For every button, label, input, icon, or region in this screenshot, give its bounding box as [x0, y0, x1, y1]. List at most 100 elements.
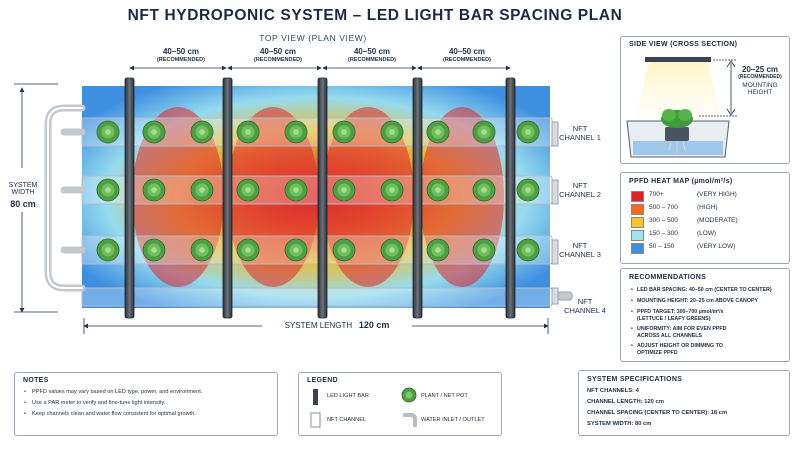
plant-net-pot-icon — [401, 387, 417, 403]
net-pot — [665, 127, 689, 141]
heat-swatch — [631, 191, 644, 202]
plant-net-pot — [516, 120, 540, 144]
plant-net-pot — [96, 238, 120, 262]
plant-net-pot — [236, 238, 260, 262]
water-inlet-pipe — [44, 104, 86, 292]
plant-net-pot — [380, 238, 404, 262]
system-length-label: SYSTEM LENGTH 120 cm — [262, 320, 412, 330]
recommendations-title: RECOMMENDATIONS — [629, 274, 707, 281]
spec-item: SYSTEM WIDTH: 80 cm — [587, 421, 652, 427]
heat-desc: (HIGH) — [697, 204, 718, 211]
plant-net-pot — [426, 178, 450, 202]
heat-desc: (VERY HIGH) — [697, 191, 737, 198]
heat-desc: (MODERATE) — [697, 217, 738, 224]
plant-net-pot — [284, 120, 308, 144]
channel-end-cap — [551, 239, 559, 265]
heat-swatch — [631, 217, 644, 228]
mounting-height-line2: HEIGHT — [747, 89, 773, 96]
plant-net-pot — [190, 120, 214, 144]
spec-item: NFT CHANNELS: 4 — [587, 388, 639, 394]
water-pipe-icon — [403, 413, 417, 427]
legend-label-pipe: WATER INLET / OUTLET — [421, 417, 485, 423]
plant-net-pot — [332, 238, 356, 262]
mounting-height-value: 20–25 cm — [741, 65, 779, 74]
heat-swatch — [631, 243, 644, 254]
plant-net-pot — [96, 120, 120, 144]
channel-label-line1: NFT — [572, 124, 588, 133]
spacing-note: (RECOMMENDED) — [348, 57, 396, 63]
plant-net-pot — [516, 238, 540, 262]
plant-net-pot — [284, 238, 308, 262]
plant-net-pot — [284, 178, 308, 202]
plant-net-pot — [380, 120, 404, 144]
notes-title: NOTES — [23, 377, 49, 384]
plant-net-pot — [96, 178, 120, 202]
legend-label-led: LED LIGHT BAR — [327, 393, 369, 399]
side-view-panel: SIDE VIEW (CROSS SECTION) 20–25 cm (RECO… — [620, 36, 790, 164]
plant-row-group — [96, 120, 540, 262]
mounting-height-label: 20–25 cm (RECOMMENDED) MOUNTING HEIGHT — [733, 65, 787, 96]
plant-net-pot — [516, 178, 540, 202]
system-length-text: SYSTEM LENGTH — [284, 321, 353, 330]
recommendation-line2: ACROSS ALL CHANNELS — [637, 332, 703, 339]
system-length-value: 120 cm — [358, 320, 390, 330]
side-view-title: SIDE VIEW (CROSS SECTION) — [629, 41, 738, 48]
spacing-note: (RECOMMENDED) — [443, 57, 491, 63]
heat-range: 50 – 150 — [649, 243, 675, 250]
plant-net-pot — [236, 178, 260, 202]
led-light-bar-2 — [222, 77, 233, 319]
recommendation-line2: (LETTUCE / LEAFY GREENS) — [637, 315, 711, 322]
heat-range: 700+ — [649, 191, 664, 198]
heat-map-row: 50 – 150 (VERY LOW) — [631, 242, 781, 255]
recommendation-line2: OPTIMIZE PPFD — [637, 349, 678, 356]
heat-map-row: 150 – 300 (LOW) — [631, 229, 781, 242]
heat-desc: (VERY LOW) — [697, 243, 736, 250]
recommendation-line1: UNIFORMITY: AIM FOR EVEN PPFD — [637, 326, 727, 332]
spacing-label-3: 40–50 cm (RECOMMENDED) — [325, 47, 419, 63]
channel-label-line1: NFT — [572, 241, 588, 250]
led-light-bar-3 — [317, 77, 328, 319]
heat-range: 500 – 700 — [649, 204, 678, 211]
led-light-bar-5 — [505, 77, 516, 319]
plant-net-pot — [380, 178, 404, 202]
led-fixture — [645, 57, 711, 62]
side-view-illustration — [626, 57, 737, 158]
note-text: Keep channels clean and water flow consi… — [32, 411, 196, 417]
recommendation-line1: MOUNTING HEIGHT: 20–25 cm ABOVE CANOPY — [637, 298, 759, 304]
channel-label-4: NFT CHANNEL 4 — [560, 297, 610, 315]
nft-channel-icon — [310, 412, 321, 428]
plant-net-pot — [472, 238, 496, 262]
channel-label-1: NFT CHANNEL 1 — [555, 124, 605, 142]
heat-swatch — [631, 204, 644, 215]
mounting-height-line1: MOUNTING — [742, 82, 778, 89]
spacing-note: (RECOMMENDED) — [157, 57, 205, 63]
recommendation-line1: PPFD TARGET: 300–700 µmol/m²/s — [637, 309, 724, 315]
spacing-label-1: 40–50 cm (RECOMMENDED) — [134, 47, 228, 63]
channel-label-line2: CHANNEL 1 — [559, 133, 601, 142]
heat-desc: (LOW) — [697, 230, 717, 237]
heat-map-row: 700+ (VERY HIGH) — [631, 190, 781, 203]
spacing-value: 40–50 cm — [353, 47, 391, 56]
led-light-bar-icon — [313, 389, 318, 405]
plant-net-pot — [236, 120, 260, 144]
legend-label-channel: NFT CHANNEL — [327, 417, 367, 423]
spec-item: CHANNEL LENGTH: 120 cm — [587, 399, 664, 405]
water-level — [633, 141, 723, 155]
spacing-note: (RECOMMENDED) — [254, 57, 302, 63]
plant-net-pot — [190, 178, 214, 202]
plant-net-pot — [472, 178, 496, 202]
note-text: Use a PAR meter to verify and fine-tune … — [32, 400, 166, 406]
channel-label-line2: CHANNEL 3 — [559, 250, 601, 259]
spacing-label-2: 40–50 cm (RECOMMENDED) — [231, 47, 325, 63]
channel-label-line1: NFT — [577, 297, 593, 306]
channel-end-cap — [551, 121, 559, 147]
legend-label-plant: PLANT / NET POT — [421, 393, 468, 399]
page-title: NFT HYDROPONIC SYSTEM – LED LIGHT BAR SP… — [127, 7, 623, 24]
spacing-value: 40–50 cm — [448, 47, 486, 56]
spacing-value: 40–50 cm — [259, 47, 297, 56]
led-light-bar-1 — [124, 77, 135, 319]
nft-channel-4 — [81, 287, 553, 307]
heat-map-row: 300 – 500 (MODERATE) — [631, 216, 781, 229]
note-item: •Keep channels clean and water flow cons… — [24, 411, 196, 417]
